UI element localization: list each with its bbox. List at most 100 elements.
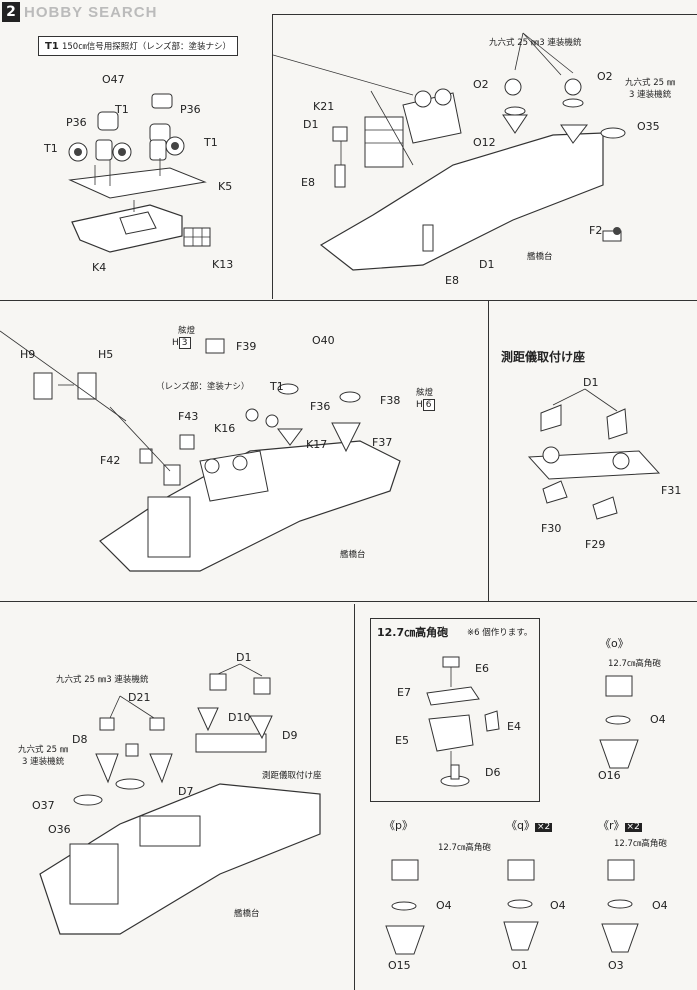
flag-label: 舷燈 <box>178 326 196 336</box>
part-label: F42 <box>100 454 121 467</box>
gun-variants-diagram <box>385 675 639 955</box>
panel-bridge-upper: 九六式 25 ㎜3 連装機銃 九六式 25 ㎜ 3 連装機銃 K21 D1 E8… <box>272 14 697 299</box>
part-label: H5 <box>98 348 114 361</box>
part-label: O37 <box>32 799 55 812</box>
bridge-base-label: 艦橋台 <box>340 550 366 560</box>
part-label: O4 <box>650 713 666 726</box>
part-label: D1 <box>236 651 252 664</box>
panel-rangefinder-mount: 測距儀取付け座 D1 F31 F30 F29 <box>488 300 697 602</box>
part-label: D7 <box>178 785 194 798</box>
part-label: O4 <box>436 899 452 912</box>
part-label: F38 <box>380 394 401 407</box>
part-label: T1 <box>270 380 284 393</box>
variant-p-label: 《p》 <box>384 819 413 832</box>
part-label: T1 <box>44 142 58 155</box>
part-label: K16 <box>214 422 236 435</box>
part-label: T1 <box>204 136 218 149</box>
step-header: 2 HOBBY SEARCH <box>2 2 162 24</box>
part-label: E4 <box>507 720 521 733</box>
part-label: F39 <box>236 340 257 353</box>
searchlight-diagram <box>68 93 211 253</box>
bridge-lower-diagram <box>39 663 321 935</box>
times-two-badge: ×2 <box>624 822 642 832</box>
aa-gun-label-right: 九六式 25 ㎜ <box>625 78 676 88</box>
rangefinder-diagram <box>527 388 661 520</box>
bridge-upper-diagram <box>273 32 626 271</box>
part-label: K17 <box>306 438 328 451</box>
lens-note: （レンズ部：塗装ナシ） <box>156 382 250 392</box>
bridge-base-label: 艦橋台 <box>527 252 553 262</box>
bridge-mid-diagram <box>0 330 401 572</box>
aa-gun-label-left-2: 3 連装機銃 <box>22 757 65 767</box>
part-label: D1 <box>583 376 599 389</box>
part-label: O47 <box>102 73 125 86</box>
part-label: D1 <box>303 118 319 131</box>
part-label: K21 <box>313 100 335 113</box>
part-label: D10 <box>228 711 251 724</box>
times-two-badge: ×2 <box>534 822 553 832</box>
variant-pq-gun-label: 12.7㎝高角砲 <box>438 843 491 853</box>
panel-title: 測距儀取付け座 <box>501 350 586 364</box>
part-label: E7 <box>397 686 411 699</box>
flag-label-right: 舷燈 <box>416 388 434 398</box>
instruction-box: T1 150㎝信号用探照灯（レンズ部：塗装ナシ） <box>38 36 239 56</box>
divider-vertical-bottom <box>354 604 355 990</box>
part-label: P36 <box>66 116 87 129</box>
part-label: O15 <box>388 959 411 972</box>
part-label: O2 <box>473 78 489 91</box>
part-label: K4 <box>92 261 107 274</box>
rangefinder-mount-label: 測距儀取付け座 <box>262 771 322 781</box>
variant-o-gun-label: 12.7㎝高角砲 <box>608 659 661 669</box>
part-label: K13 <box>212 258 234 271</box>
step-number-badge: 2 <box>2 2 20 22</box>
part-label: D9 <box>282 729 298 742</box>
part-label: E8 <box>301 176 315 189</box>
part-label: O36 <box>48 823 71 836</box>
variant-o-label: 《o》 <box>600 637 629 650</box>
part-label: E8 <box>445 274 459 287</box>
part-label: F30 <box>541 522 562 535</box>
part-label: F43 <box>178 410 199 423</box>
variant-r-label: 《r》×2 <box>598 819 642 832</box>
part-label: F31 <box>661 484 682 497</box>
part-label: D21 <box>128 691 151 704</box>
part-label: F36 <box>310 400 331 413</box>
part-label: P36 <box>180 103 201 116</box>
part-label: O40 <box>312 334 335 347</box>
part-label: O4 <box>652 899 668 912</box>
aa-gun-label-right-2: 3 連装機銃 <box>629 90 672 100</box>
part-label: O35 <box>637 120 660 133</box>
part-label: O3 <box>608 959 624 972</box>
part-label: D6 <box>485 766 501 779</box>
part-label: D1 <box>479 258 495 271</box>
part-label: F29 <box>585 538 606 551</box>
part-label: O12 <box>473 136 496 149</box>
part-label: H9 <box>20 348 36 361</box>
part-label: E6 <box>475 662 489 675</box>
panel-searchlight-assembly: T1 150㎝信号用探照灯（レンズ部：塗装ナシ） <box>0 0 272 300</box>
panel-12-7cm-gun: 12.7㎝高角砲 ※6 個作ります。 E6 E7 E4 E5 D6 <box>370 618 540 802</box>
part-label: O4 <box>550 899 566 912</box>
panel-gun-variants: 《o》 12.7㎝高角砲 O4 O16 《p》 《q》×2 《r》×2 12.7… <box>370 604 696 990</box>
instruction-text: 150㎝信号用探照灯（レンズ部：塗装ナシ） <box>61 42 232 52</box>
variant-q-label: 《q》×2 <box>506 819 553 832</box>
panel-title: 12.7㎝高角砲 <box>377 626 449 639</box>
part-label: O16 <box>598 769 621 782</box>
watermark-hobby-search: HOBBY SEARCH <box>24 4 158 21</box>
part-label: E5 <box>395 734 409 747</box>
bridge-base-label: 艦橋台 <box>234 909 260 919</box>
part-label: F37 <box>372 436 393 449</box>
instruction-part-id: T1 <box>45 41 59 52</box>
part-label: D8 <box>72 733 88 746</box>
part-label: O2 <box>597 70 613 83</box>
aa-gun-label: 九六式 25 ㎜3 連装機銃 <box>489 38 582 48</box>
panel-note: ※6 個作ります。 <box>467 628 533 638</box>
part-label: T1 <box>115 103 129 116</box>
variant-r-gun-label: 12.7㎝高角砲 <box>614 839 667 849</box>
aa-gun-label-left: 九六式 25 ㎜ <box>18 745 69 755</box>
aa-gun-label: 九六式 25 ㎜3 連装機銃 <box>56 675 149 685</box>
part-label: K5 <box>218 180 233 193</box>
